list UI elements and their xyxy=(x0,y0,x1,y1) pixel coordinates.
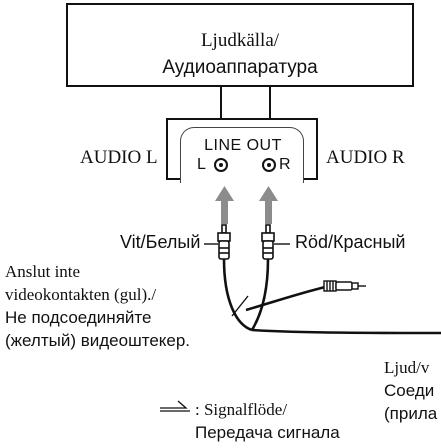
jack-left-icon xyxy=(214,158,228,172)
signal-arrow-left xyxy=(215,186,234,224)
audio-l-label: AUDIO L xyxy=(80,147,158,168)
cable-note: Ljud/v Соеди (прила xyxy=(384,356,437,425)
cable-video xyxy=(245,284,331,312)
jack-right-letter: R xyxy=(279,156,291,173)
video-note-line2: videokontakten (gul)./ xyxy=(5,285,157,304)
video-note-line1: Anslut inte xyxy=(5,262,81,281)
white-plug-label: Vit/Белый xyxy=(120,232,201,252)
video-plug xyxy=(323,280,366,292)
audio-r-label: AUDIO R xyxy=(326,147,405,168)
audio-source-box: Ljudkälla/ Аудиоаппаратура xyxy=(66,3,414,87)
video-note: Anslut inte videokontakten (gul)./ Не по… xyxy=(5,260,190,352)
cable-white xyxy=(222,258,253,332)
video-note-line3: Не подсоединяйте xyxy=(5,308,152,327)
cable-note-line3: (прила xyxy=(384,404,438,423)
cable-red xyxy=(250,258,270,331)
line-out-jack-frame xyxy=(180,127,304,183)
red-plug-label: Röd/Красный xyxy=(295,232,406,252)
signal-arrow-right xyxy=(259,186,278,224)
red-plug xyxy=(261,224,275,260)
line-out-title: LINE OUT xyxy=(204,137,282,154)
jack-left-letter: L xyxy=(197,156,206,173)
cable-main xyxy=(251,328,441,335)
signal-flow-legend-icon xyxy=(160,400,190,412)
cable-note-line1: Ljud/v xyxy=(384,358,430,377)
video-note-leader xyxy=(231,295,249,317)
white-plug xyxy=(217,224,231,260)
audio-source-label-sv: Ljudkälla/ xyxy=(200,30,280,51)
jack-right-icon xyxy=(262,158,276,172)
audio-source-label-ru: Аудиоаппаратура xyxy=(162,57,318,78)
legend-line1: : Signalflöde/ xyxy=(195,400,288,419)
legend: : Signalflöde/ Передача сигнала xyxy=(195,398,340,444)
legend-line2: Передача сигнала xyxy=(195,423,340,442)
cable-note-line2: Соеди xyxy=(384,381,435,400)
video-note-line4: (желтый) видеоштекер. xyxy=(5,331,191,350)
